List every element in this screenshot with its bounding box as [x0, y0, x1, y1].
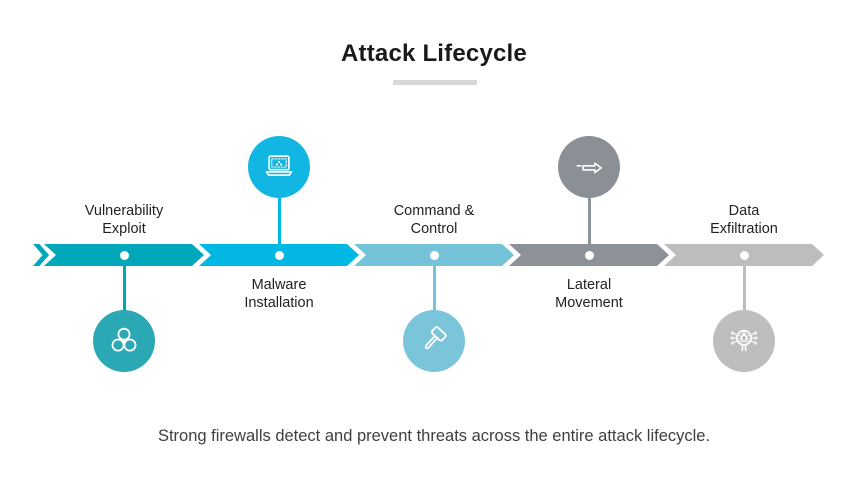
- stage-label: Vulnerability Exploit: [84, 203, 164, 237]
- timeline-dot: [739, 250, 749, 260]
- timeline-dot: [274, 250, 284, 260]
- stage-data-exfiltration: Data Exfiltration: [664, 203, 824, 372]
- stage-icon-circle: [248, 136, 310, 198]
- connector-line: [277, 198, 281, 255]
- connector-line: [122, 255, 126, 312]
- stage-icon-circle: [403, 310, 465, 372]
- stage-label: Command & Control: [393, 203, 475, 237]
- stage-malware-installation: Malware Installation: [199, 136, 359, 311]
- gavel-icon: [424, 326, 447, 350]
- connector-line: [432, 255, 436, 312]
- arrow-right-icon: [576, 162, 602, 174]
- stage-icon-circle: [93, 310, 155, 372]
- stage-command-and-control: Command & Control: [354, 203, 514, 372]
- timeline-start-chevron: [33, 244, 49, 266]
- bug-scan-icon: [730, 329, 758, 352]
- footer-caption: Strong firewalls detect and prevent thre…: [157, 427, 711, 445]
- connector-line: [742, 255, 746, 312]
- timeline-dot: [429, 250, 439, 260]
- connector-line: [587, 198, 591, 255]
- stage-icon-circle: [713, 310, 775, 372]
- stage-vulnerability-exploit: Vulnerability Exploit: [33, 203, 204, 372]
- title-underline: [393, 80, 477, 85]
- stage-label: Malware Installation: [244, 277, 314, 311]
- stage-label: Data Exfiltration: [710, 203, 778, 237]
- stage-lateral-movement: Lateral Movement: [509, 136, 669, 311]
- timeline-dot: [119, 250, 129, 260]
- laptop-malware-icon: [265, 155, 293, 176]
- biohazard-icon: [111, 327, 137, 352]
- stage-label: Lateral Movement: [555, 277, 623, 311]
- stage-icon-circle: [558, 136, 620, 198]
- page-title: Attack Lifecycle: [341, 40, 527, 67]
- timeline-dot: [584, 250, 594, 260]
